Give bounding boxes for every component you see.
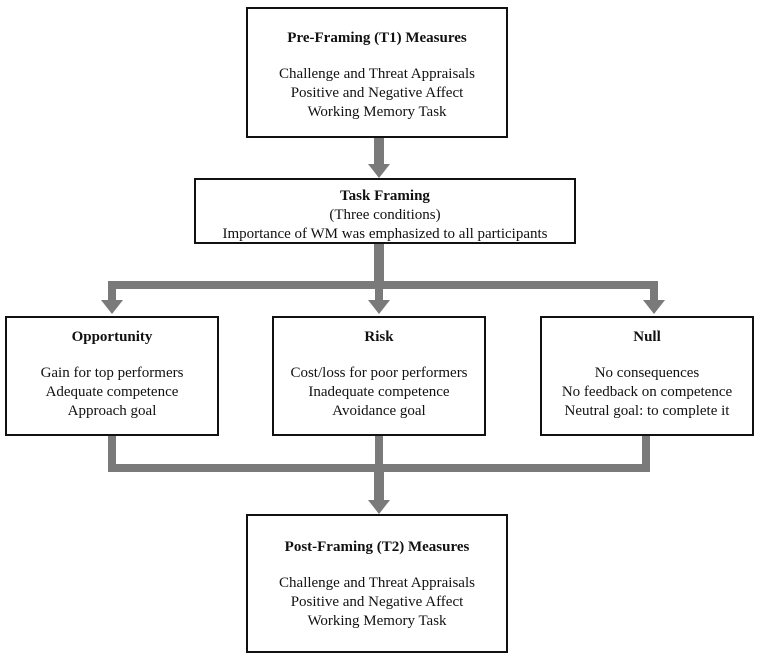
pre-framing-line-2: Positive and Negative Affect: [290, 85, 464, 101]
connector-merge-right: [642, 436, 650, 472]
risk-title: Risk: [364, 329, 394, 345]
task-framing-line-1: (Three conditions): [329, 207, 441, 223]
opportunity-box: Opportunity Gain for top performers Adeq…: [5, 316, 219, 436]
connector-merge-stem: [374, 464, 384, 502]
arrow-to-task-framing: [368, 164, 390, 178]
connector-branch-mid: [375, 281, 383, 303]
post-framing-line-1: Challenge and Threat Appraisals: [279, 575, 475, 591]
opportunity-line-3: Approach goal: [67, 403, 157, 419]
task-framing-box: Task Framing (Three conditions) Importan…: [194, 178, 576, 244]
null-line-1: No consequences: [594, 365, 700, 381]
risk-line-1: Cost/loss for poor performers: [290, 365, 468, 381]
pre-framing-box: Pre-Framing (T1) Measures Challenge and …: [246, 7, 508, 138]
task-framing-line-2: Importance of WM was emphasized to all p…: [222, 226, 548, 242]
null-box: Null No consequences No feedback on comp…: [540, 316, 754, 436]
arrow-to-risk: [368, 300, 390, 314]
post-framing-title: Post-Framing (T2) Measures: [284, 539, 470, 555]
post-framing-line-3: Working Memory Task: [307, 613, 447, 629]
connector-merge-mid: [375, 436, 383, 472]
post-framing-line-2: Positive and Negative Affect: [290, 594, 464, 610]
null-line-3: Neutral goal: to complete it: [564, 403, 730, 419]
pre-framing-title: Pre-Framing (T1) Measures: [287, 30, 467, 46]
connector-pre-to-task: [374, 138, 384, 166]
arrow-to-post-framing: [368, 500, 390, 514]
risk-line-2: Inadequate competence: [308, 384, 450, 400]
connector-branch-right: [650, 281, 658, 303]
connector-branch-left: [108, 281, 116, 303]
risk-line-3: Avoidance goal: [332, 403, 426, 419]
task-framing-title: Task Framing: [340, 188, 430, 204]
opportunity-line-2: Adequate competence: [45, 384, 179, 400]
opportunity-title: Opportunity: [71, 329, 153, 345]
null-title: Null: [633, 329, 661, 345]
post-framing-box: Post-Framing (T2) Measures Challenge and…: [246, 514, 508, 653]
connector-merge-left: [108, 436, 116, 472]
risk-box: Risk Cost/loss for poor performers Inade…: [272, 316, 486, 436]
null-line-2: No feedback on competence: [561, 384, 733, 400]
connector-branch-bar: [108, 281, 658, 289]
pre-framing-line-3: Working Memory Task: [307, 104, 447, 120]
arrow-to-opportunity: [101, 300, 123, 314]
arrow-to-null: [643, 300, 665, 314]
pre-framing-line-1: Challenge and Threat Appraisals: [279, 66, 475, 82]
opportunity-line-1: Gain for top performers: [40, 365, 184, 381]
connector-task-stem: [374, 244, 384, 288]
